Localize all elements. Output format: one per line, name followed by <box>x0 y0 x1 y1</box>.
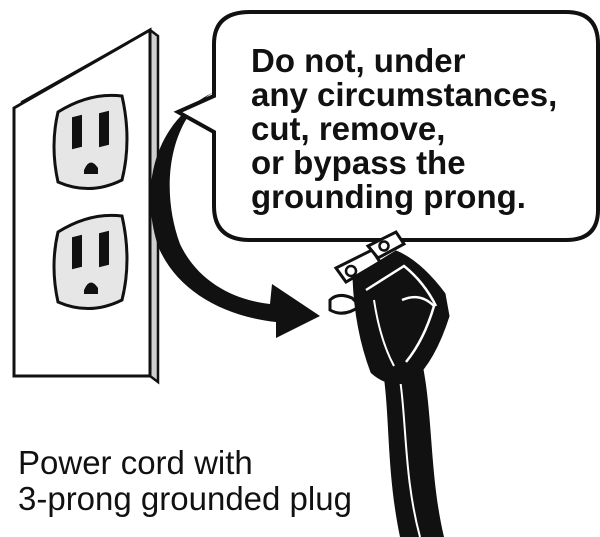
warning-line: any circumstances, <box>251 76 558 113</box>
upper-receptacle <box>52 93 129 191</box>
lower-receptacle <box>52 213 129 311</box>
warning-line: Do not, under <box>251 42 466 79</box>
warning-bubble <box>173 10 600 242</box>
three-prong-plug-icon <box>328 230 450 537</box>
warning-text: Do not, under any circumstances, cut, re… <box>251 44 591 214</box>
curved-arrow-icon <box>150 92 320 338</box>
caption-line: 3-prong grounded plug <box>18 480 352 517</box>
caption-text: Power cord with 3-prong grounded plug <box>18 445 418 517</box>
warning-line: grounding prong. <box>251 178 526 215</box>
caption-line: Power cord with <box>18 444 253 481</box>
warning-line: cut, remove, <box>251 110 446 147</box>
warning-line: or bypass the <box>251 144 466 181</box>
wall-outlet-icon <box>12 27 160 385</box>
